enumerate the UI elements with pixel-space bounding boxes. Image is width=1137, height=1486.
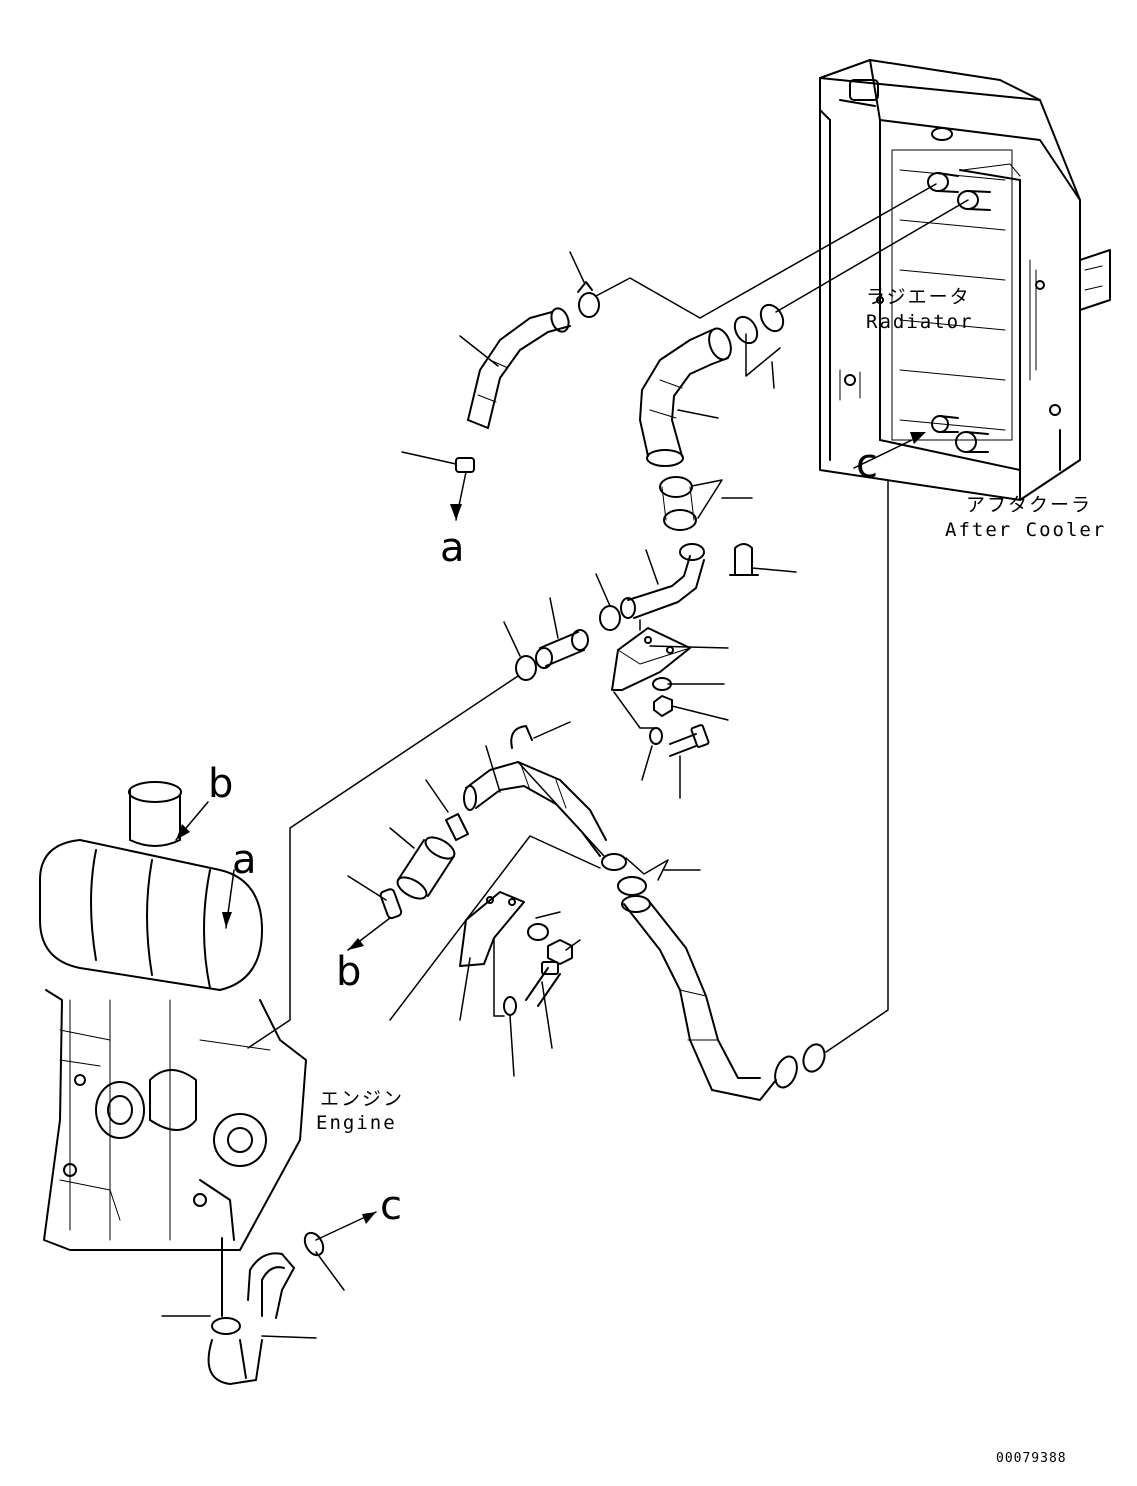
- arrow-heads: [176, 432, 926, 1224]
- radiator-label-jp: ラジエータ: [866, 286, 971, 308]
- callout-c-engine: c: [380, 1183, 402, 1229]
- leader-lines: [161, 183, 969, 1339]
- radiator-assembly: [819, 59, 1111, 501]
- engine: [39, 781, 325, 1385]
- engine-label-jp: エンジン: [320, 1088, 405, 1110]
- lower-center-hose: [379, 725, 826, 1101]
- engine-label-en: Engine: [316, 1112, 397, 1134]
- upper-center-hose: [639, 303, 785, 531]
- aftercooler-label-jp: アフタクーラ: [966, 494, 1093, 516]
- mid-pipe-assembly: [515, 543, 759, 757]
- upper-left-hose: [455, 281, 600, 473]
- drawing-number: 00079388: [996, 1451, 1067, 1466]
- callout-b-lower: b: [336, 949, 362, 995]
- callout-b-engine: b: [208, 761, 234, 807]
- aftercooler-label-en: After Cooler: [945, 519, 1107, 541]
- callout-a-engine: a: [232, 837, 257, 883]
- callout-c-aftercooler: c: [856, 441, 878, 487]
- radiator-label-en: Radiator: [866, 311, 974, 333]
- callout-a-upper: a: [440, 525, 465, 571]
